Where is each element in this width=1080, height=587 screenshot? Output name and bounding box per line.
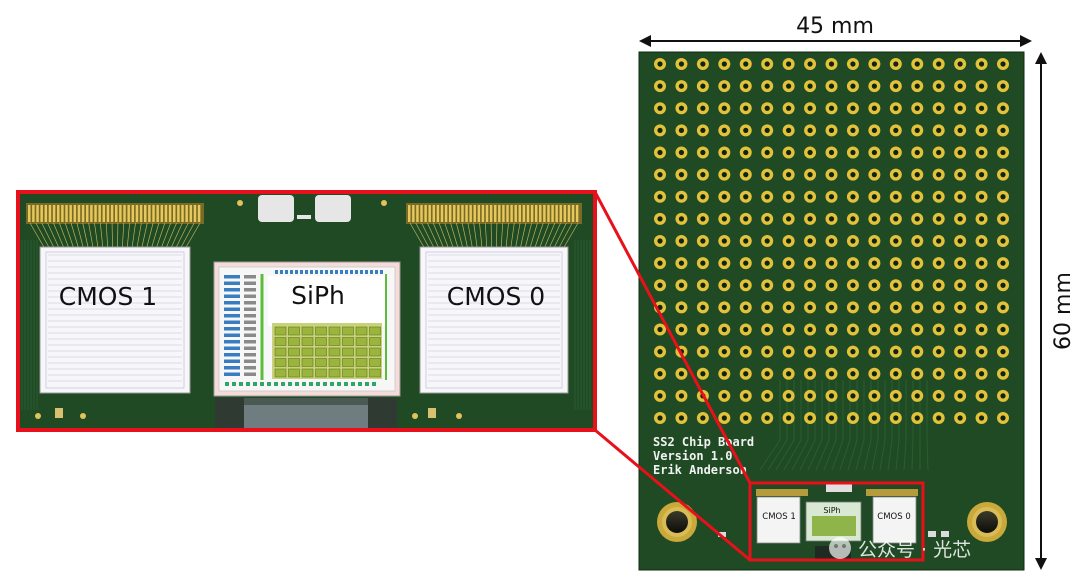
pad-grid bbox=[654, 58, 1009, 424]
width-label: 45 mm bbox=[796, 14, 874, 39]
board-cmos1-chip bbox=[756, 496, 801, 544]
board-cmos0-chip bbox=[872, 496, 917, 544]
connector-fingers-right bbox=[406, 203, 582, 224]
board-cmos1-label: CMOS 1 bbox=[762, 512, 795, 522]
bond-wires bbox=[29, 222, 579, 250]
board-highlight-box bbox=[748, 481, 925, 562]
cmos0-chip: CMOS 0 bbox=[419, 246, 569, 394]
mounting-hole-right bbox=[967, 502, 1007, 542]
height-dimension: 60 mm bbox=[1035, 52, 1076, 570]
full-board: SS2 Chip Board Version 1.0 Erik Anderson bbox=[638, 51, 1025, 571]
zoom-connector-bottom bbox=[594, 428, 751, 562]
watermark-text: 公众号 · 光芯 bbox=[858, 539, 971, 561]
zoom-highlight-box bbox=[16, 190, 597, 432]
silkscreen-line-3: Erik Anderson bbox=[653, 463, 747, 477]
silkscreen-line-2: Version 1.0 bbox=[653, 449, 732, 463]
board-siph-label: SiPh bbox=[823, 506, 840, 515]
cmos1-chip: CMOS 1 bbox=[39, 246, 191, 394]
wechat-icon bbox=[829, 537, 851, 559]
connector-fingers-left bbox=[26, 203, 204, 224]
siph-chip: SiPh bbox=[213, 261, 401, 397]
cmos0-label: CMOS 0 bbox=[447, 282, 545, 311]
siph-label: SiPh bbox=[291, 281, 345, 310]
silkscreen-line-1: SS2 Chip Board bbox=[653, 435, 754, 449]
watermark: 公众号 · 光芯 bbox=[829, 537, 971, 561]
zoomed-view: CMOS 1 SiPh CMOS 0 bbox=[16, 190, 597, 432]
width-dimension: 45 mm bbox=[639, 14, 1032, 47]
mounting-hole-left bbox=[657, 502, 697, 542]
cmos1-label: CMOS 1 bbox=[59, 282, 157, 311]
board-cmos0-label: CMOS 0 bbox=[877, 512, 910, 522]
height-label: 60 mm bbox=[1051, 272, 1076, 350]
zoom-traces bbox=[21, 240, 591, 410]
zoom-connector-top bbox=[593, 191, 752, 484]
